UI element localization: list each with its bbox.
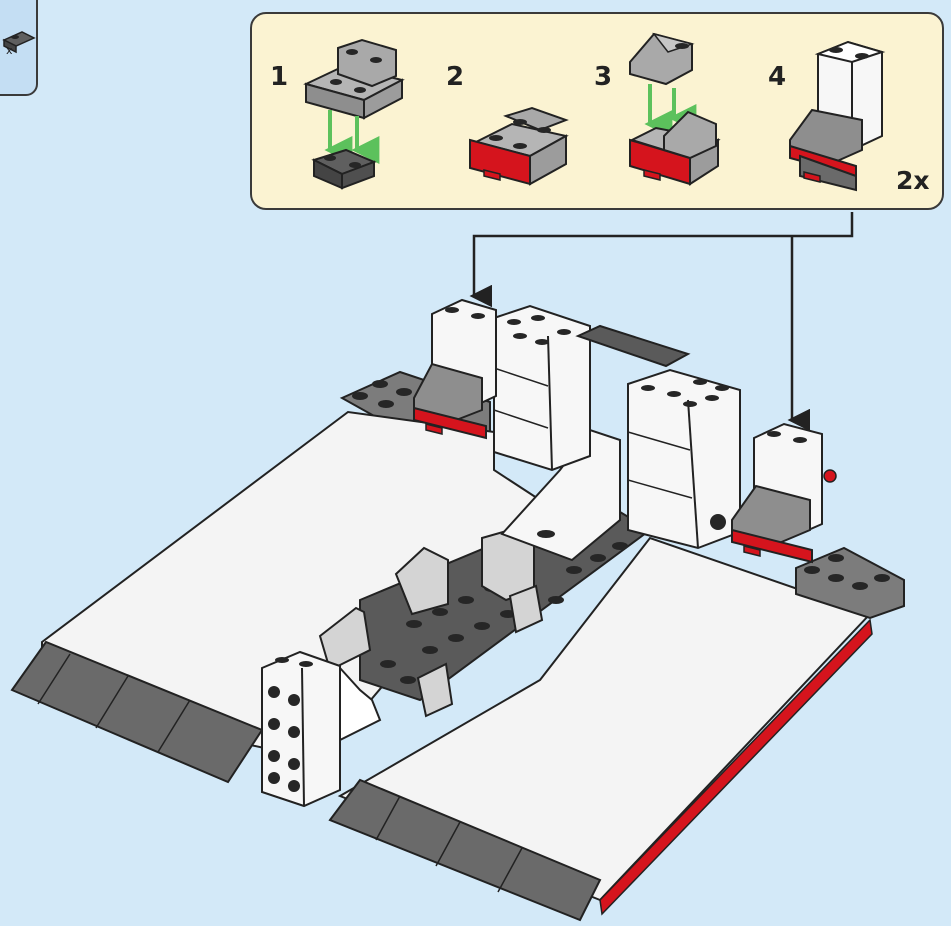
substep-3-parts [629, 32, 721, 186]
substep-4-parts [789, 40, 886, 192]
quantity-multiplier: 2x [896, 166, 930, 195]
previous-step-callout: x [0, 0, 38, 96]
previous-step-quantity: x [6, 44, 13, 57]
main-model [10, 298, 905, 922]
substep-number-2: 2 [446, 62, 465, 92]
substep-2-parts [469, 106, 569, 186]
substep-number-1: 1 [270, 62, 289, 92]
substep-number-3: 3 [594, 62, 613, 92]
substep-number-4: 4 [768, 62, 787, 92]
submodel-arrow-icon [469, 212, 854, 308]
substep-1-parts [303, 38, 405, 190]
previous-step-part [2, 31, 36, 54]
